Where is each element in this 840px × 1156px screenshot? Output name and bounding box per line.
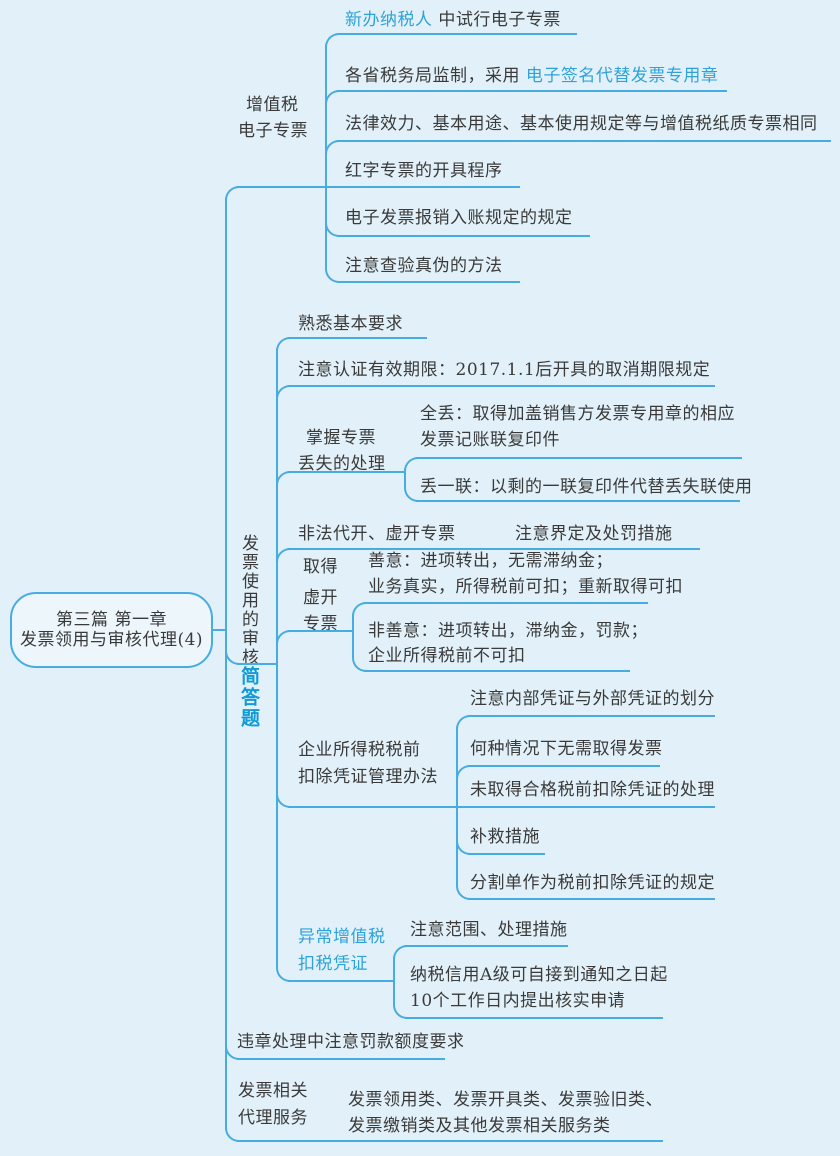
b2-a-underline [288, 337, 427, 339]
f2-underline [468, 765, 660, 767]
node-vat-einvoice-line1: 增值税 [246, 95, 299, 115]
f-spine-top-curve [456, 715, 470, 729]
node-obtained-false-invoice-line2: 虚开 [303, 588, 338, 608]
node-good-faith-line2: 业务真实，所得税前可扣；重新取得可扣 [368, 577, 683, 597]
g-connector [288, 980, 393, 982]
b1-c6-underline [337, 281, 520, 283]
node-lost-invoice-line2: 丢失的处理 [298, 454, 386, 474]
node-provincial-pre: 各省税务局监制，采用 [345, 66, 526, 86]
node-scope-measures: 注意范围、处理措施 [410, 920, 568, 940]
node-remedial-measures: 补救措施 [470, 827, 540, 847]
node-provincial-supervision: 各省税务局监制，采用 电子签名代替发票专用章 [345, 66, 718, 86]
node-obtained-false-invoice-line1: 取得 [303, 557, 338, 577]
b1-c5-underline [337, 235, 590, 237]
node-agency-categories-line1: 发票领用类、发票开具类、发票验旧类、 [348, 1090, 663, 1110]
node-internal-external-voucher: 注意内部凭证与外部凭证的划分 [470, 689, 715, 709]
node-invoice-agency-line1: 发票相关 [238, 1081, 308, 1101]
root-title-line1: 第三篇 第一章 [56, 610, 167, 630]
c-spine [404, 469, 406, 488]
node-obtained-false-invoice-line3: 专票 [303, 614, 338, 634]
node-all-lost-line2: 发票记账联复印件 [420, 430, 560, 450]
node-bad-faith-line2: 企业所得税前不可扣 [368, 646, 526, 666]
b3-underline [237, 1058, 445, 1060]
b2-connector [237, 663, 278, 665]
root-connector [211, 629, 227, 631]
e-spine [352, 614, 354, 658]
node-all-lost-line1: 全丢：取得加盖销售方发票专用章的相应 [420, 404, 735, 424]
e1-underline [364, 602, 648, 604]
node-new-taxpayer-highlight: 新办纳税人 [345, 10, 433, 30]
b1-c1-underline [337, 33, 577, 35]
node-no-invoice-needed: 何种情况下无需取得发票 [470, 739, 663, 759]
f-spine [456, 727, 458, 886]
node-red-invoice-procedure: 红字专票的开具程序 [345, 161, 503, 181]
node-credit-a-line1: 纳税信用A级可自接到通知之日起 [410, 965, 668, 985]
f5-underline [468, 898, 715, 900]
node-invoice-agency-line2: 代理服务 [238, 1108, 308, 1128]
node-unqualified-voucher: 未取得合格税前扣除凭证的处理 [470, 780, 715, 800]
node-cit-voucher-line1: 企业所得税税前 [298, 740, 421, 760]
trunk-top-curve [225, 186, 239, 200]
f4-underline [468, 853, 545, 855]
b1-c4-underline [237, 186, 520, 188]
b4-underline [237, 1140, 663, 1142]
node-bad-faith-line1: 非善意：进项转出，滞纳金，罚款； [368, 621, 648, 641]
node-new-taxpayer: 新办纳税人 中试行电子专票 [345, 10, 561, 30]
b2-c-connector [288, 471, 404, 473]
b1-c2-underline [337, 90, 727, 92]
node-split-bill: 分割单作为税前扣除凭证的规定 [470, 873, 715, 893]
b2-fillet-e [276, 630, 290, 644]
node-abnormal-vat-voucher-line1: 异常增值税 [298, 927, 386, 947]
e-spine-top-curve [352, 602, 366, 616]
g-spine [393, 957, 395, 1005]
node-certification-deadline: 注意认证有效期限：2017.1.1后开具的取消期限规定 [298, 360, 711, 380]
node-cit-voucher-line2: 扣除凭证管理办法 [298, 767, 438, 787]
f-fillet-2 [456, 765, 470, 779]
d-underline [288, 548, 700, 550]
b1-c3-underline [337, 140, 831, 142]
node-invoice-use-audit: 发票使用的审核 [238, 534, 258, 667]
node-new-taxpayer-rest: 中试行电子专票 [432, 10, 561, 30]
b1-fillet-c2 [325, 90, 339, 104]
root-title-line2: 发票领用与审核代理(4) [19, 630, 204, 650]
node-abnormal-vat-voucher-line2: 扣税凭证 [298, 954, 368, 974]
node-lost-invoice-line1: 掌握专票 [306, 428, 376, 448]
node-penalty-measures: 注意界定及处罚措施 [515, 524, 673, 544]
b2-spine-top-curve [276, 337, 290, 351]
node-illegal-issuing: 非法代开、虚开专票 [298, 524, 456, 544]
b2-fillet-b [276, 385, 290, 399]
c-spine-top-curve [404, 457, 418, 471]
g2-underline [405, 1017, 663, 1019]
trunk-line [225, 198, 227, 1130]
g1-underline [405, 945, 568, 947]
e2-underline [364, 670, 630, 672]
node-legal-effect: 法律效力、基本用途、基本使用规定等与增值税纸质专票相同 [345, 114, 818, 134]
f1-underline [468, 715, 715, 717]
f-connector-and-f3-underline [288, 806, 715, 808]
node-basic-requirements: 熟悉基本要求 [298, 314, 403, 334]
node-one-copy-lost: 丢一联：以剩的一联复印件代替丢失联使用 [420, 477, 753, 497]
b2-b-underline [288, 385, 715, 387]
c2-underline [416, 500, 740, 502]
tag-short-answer: 简答题 [238, 666, 260, 729]
node-credit-a-line2: 10个工作日内提出核实申请 [410, 991, 626, 1011]
node-good-faith-line1: 善意：进项转出，无需滞纳金； [368, 551, 613, 571]
node-verify-authenticity: 注意查验真伪的方法 [345, 256, 503, 276]
node-vat-einvoice-line2: 电子专票 [238, 121, 308, 141]
node-einvoice-reimbursement: 电子发票报销入账规定的规定 [345, 208, 573, 228]
e-connector [288, 630, 352, 632]
b1-fillet-c3 [325, 140, 339, 154]
node-agency-categories-line2: 发票缴销类及其他发票相关服务类 [348, 1116, 611, 1136]
b1-spine [325, 45, 327, 269]
c1-underline [416, 457, 742, 459]
b2-spine [276, 349, 278, 968]
b1-spine-top-curve [325, 33, 339, 47]
b2-fillet-d [276, 548, 290, 562]
b2-fillet-c [276, 471, 290, 485]
g-spine-top-curve [393, 945, 407, 959]
root-node: 第三篇 第一章 发票领用与审核代理(4) [10, 592, 213, 668]
node-esignature-highlight: 电子签名代替发票专用章 [525, 66, 719, 86]
node-violation-penalty: 违章处理中注意罚款额度要求 [237, 1032, 465, 1052]
